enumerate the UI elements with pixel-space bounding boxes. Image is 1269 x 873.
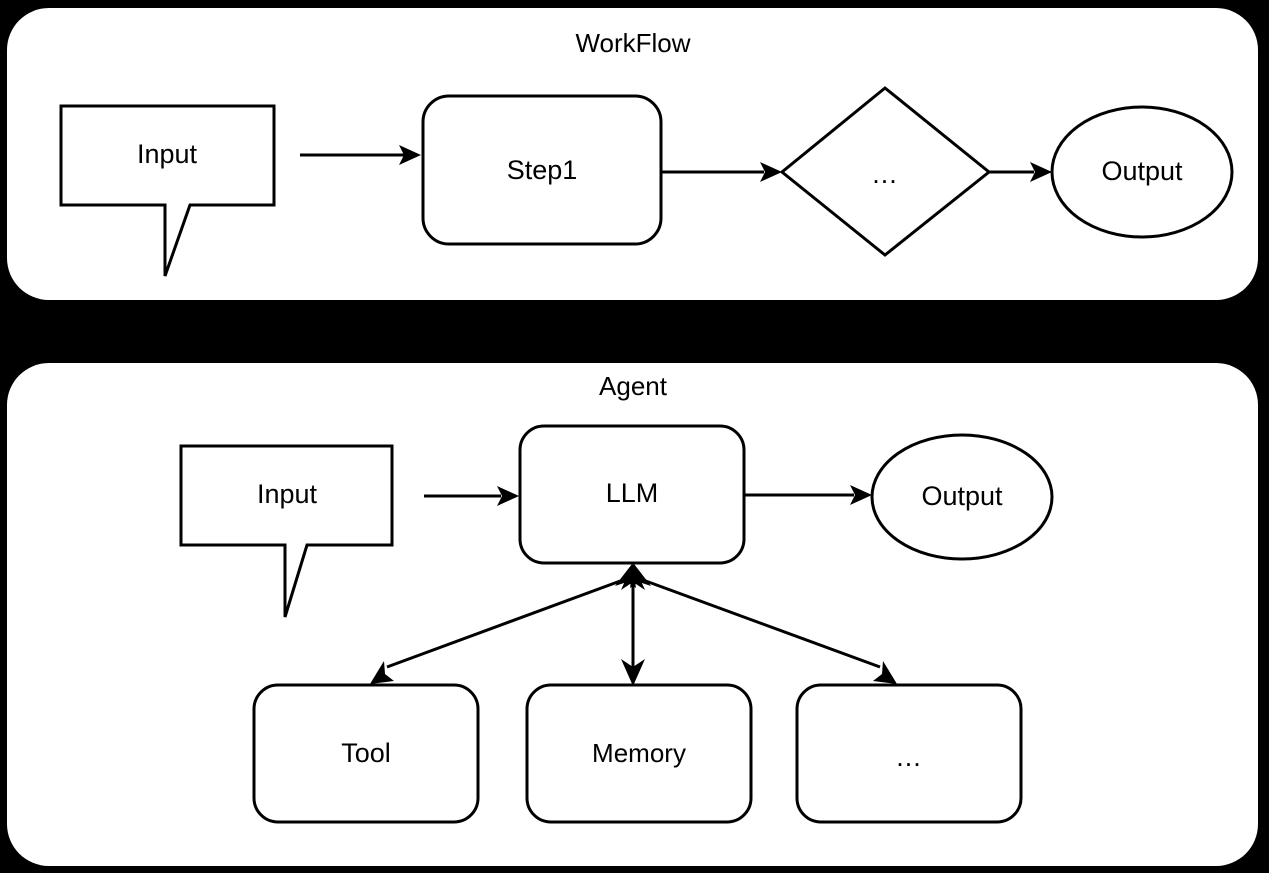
node-wf-output-label: Output bbox=[1101, 156, 1183, 186]
node-wf-input[interactable]: Input bbox=[59, 104, 276, 277]
edge-wf-more-to-output bbox=[989, 162, 1052, 182]
panel-workflow: WorkFlow Input Step1 ... bbox=[7, 8, 1258, 300]
arrowhead-right bbox=[497, 486, 519, 506]
arrowhead-right bbox=[1030, 162, 1052, 182]
edge-ag-llm-to-output bbox=[744, 485, 872, 505]
node-ag-output[interactable]: Output bbox=[870, 433, 1054, 561]
node-ag-llm[interactable]: LLM bbox=[518, 424, 746, 565]
edge-ag-input-to-llm bbox=[424, 486, 519, 506]
callout-shape bbox=[179, 444, 394, 618]
edge-wf-input-to-step1 bbox=[300, 145, 421, 165]
diamond-shape bbox=[779, 86, 992, 257]
node-wf-output[interactable]: Output bbox=[1050, 105, 1234, 239]
node-ag-input[interactable]: Input bbox=[179, 444, 394, 618]
arrowhead-right bbox=[399, 145, 421, 165]
rounded-rect-shape bbox=[421, 94, 663, 246]
node-wf-step1[interactable]: Step1 bbox=[421, 94, 663, 246]
arrowhead-down-left bbox=[370, 661, 394, 684]
arrowhead-right bbox=[760, 162, 782, 182]
rounded-rect-shape bbox=[252, 683, 480, 824]
panel-agent: Agent Input LLM Output bbox=[7, 363, 1258, 866]
node-wf-more[interactable]: ... bbox=[779, 86, 992, 257]
node-wf-more-label: ... bbox=[872, 159, 898, 189]
edge-line bbox=[642, 578, 881, 669]
node-ag-more-label: ... bbox=[896, 742, 922, 772]
node-ag-output-label: Output bbox=[921, 481, 1003, 511]
ellipse-shape bbox=[870, 433, 1054, 561]
node-ag-tool-label: Tool bbox=[341, 738, 391, 768]
rounded-rect-shape bbox=[795, 683, 1023, 824]
node-ag-input-label: Input bbox=[257, 479, 318, 509]
node-ag-tool[interactable]: Tool bbox=[252, 683, 480, 824]
panel-workflow-title: WorkFlow bbox=[575, 28, 690, 58]
node-ag-memory-label: Memory bbox=[592, 738, 686, 768]
ellipse-shape bbox=[1050, 105, 1234, 239]
node-ag-llm-label: LLM bbox=[606, 478, 659, 508]
node-wf-step1-label: Step1 bbox=[507, 155, 578, 185]
panel-agent-title: Agent bbox=[599, 371, 668, 401]
node-wf-input-label: Input bbox=[137, 139, 198, 169]
rounded-rect-shape bbox=[525, 683, 753, 824]
arrowhead-right bbox=[850, 485, 872, 505]
edge-wf-step1-to-more bbox=[662, 162, 782, 182]
arrowhead-down-right bbox=[873, 661, 897, 684]
arrowhead-down bbox=[621, 659, 645, 686]
edge-ag-llm-to-more bbox=[630, 564, 897, 684]
arrowhead-up bbox=[630, 564, 651, 588]
node-ag-more[interactable]: ... bbox=[795, 683, 1023, 824]
node-ag-memory[interactable]: Memory bbox=[525, 683, 753, 824]
callout-shape bbox=[59, 104, 276, 277]
edge-line bbox=[386, 578, 624, 669]
